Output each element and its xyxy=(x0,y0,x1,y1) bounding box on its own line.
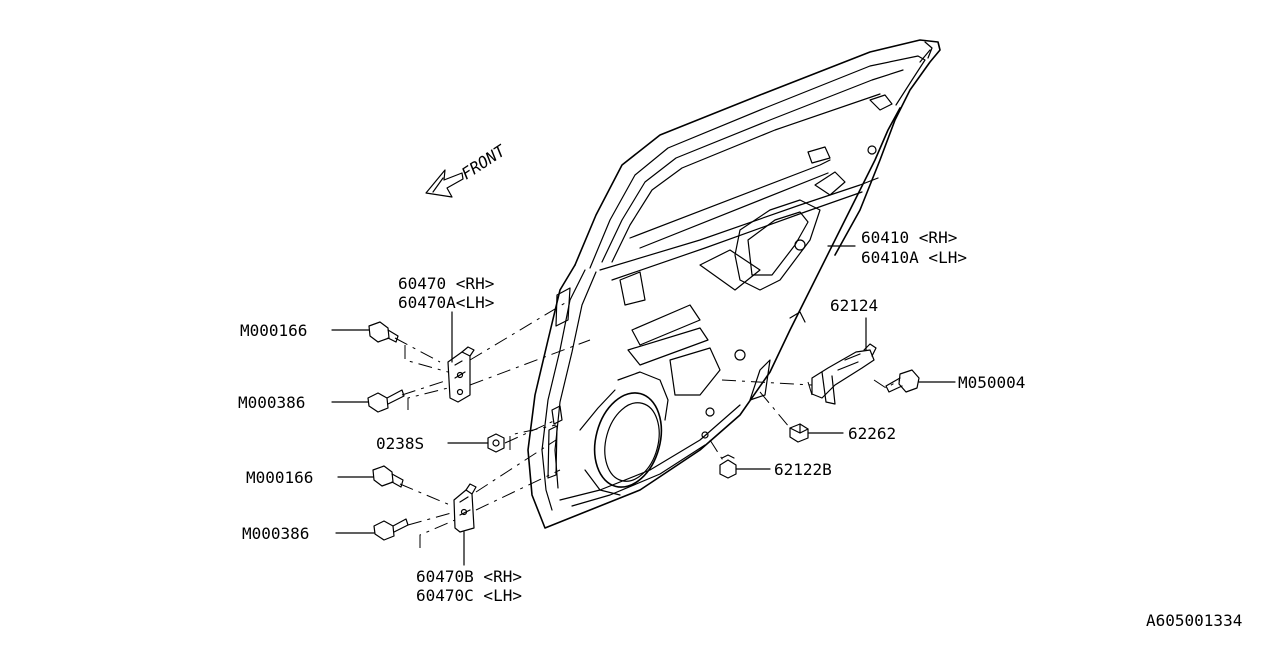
plug-icon xyxy=(719,454,737,479)
upper-hinge xyxy=(447,346,475,403)
checker-bolt-label: M050004 xyxy=(958,373,1025,392)
bolt-upper-2-icon xyxy=(367,389,405,413)
checker-bolt-icon xyxy=(885,369,920,393)
bolt-lower-2-label: M000386 xyxy=(242,524,309,543)
front-label: FRONT xyxy=(458,140,510,183)
door-label-rh: 60410 <RH> xyxy=(861,228,957,247)
bolt-upper-2-label: M000386 xyxy=(238,393,305,412)
alignment-lines xyxy=(394,299,901,548)
bolt-lower-1-icon xyxy=(372,465,404,488)
door-label-lh: 60410A <LH> xyxy=(861,248,967,267)
lower-hinge-label-rh: 60470B <RH> xyxy=(416,567,522,586)
upper-hinge-label-lh: 60470A<LH> xyxy=(398,293,494,312)
front-arrow-icon xyxy=(425,169,464,198)
bolt-upper-1-icon xyxy=(368,321,399,343)
stopper-icon xyxy=(789,423,809,443)
checker-label: 62124 xyxy=(830,296,878,315)
bolt-upper-1-label: M000166 xyxy=(240,321,307,340)
rear-door-panel xyxy=(527,39,941,529)
nut-icon xyxy=(487,433,505,453)
lower-hinge xyxy=(453,483,477,533)
door-checker xyxy=(811,343,877,405)
plug-label: 62122B xyxy=(774,460,832,479)
nut-label: 0238S xyxy=(376,434,424,453)
bolt-lower-1-label: M000166 xyxy=(246,468,313,487)
leader-lines xyxy=(331,245,956,566)
lower-hinge-label-lh: 60470C <LH> xyxy=(416,586,522,605)
stopper-label: 62262 xyxy=(848,424,896,443)
upper-hinge-label-rh: 60470 <RH> xyxy=(398,274,494,293)
figure-id: A605001334 xyxy=(1146,611,1242,630)
bolt-lower-2-icon xyxy=(373,518,409,541)
